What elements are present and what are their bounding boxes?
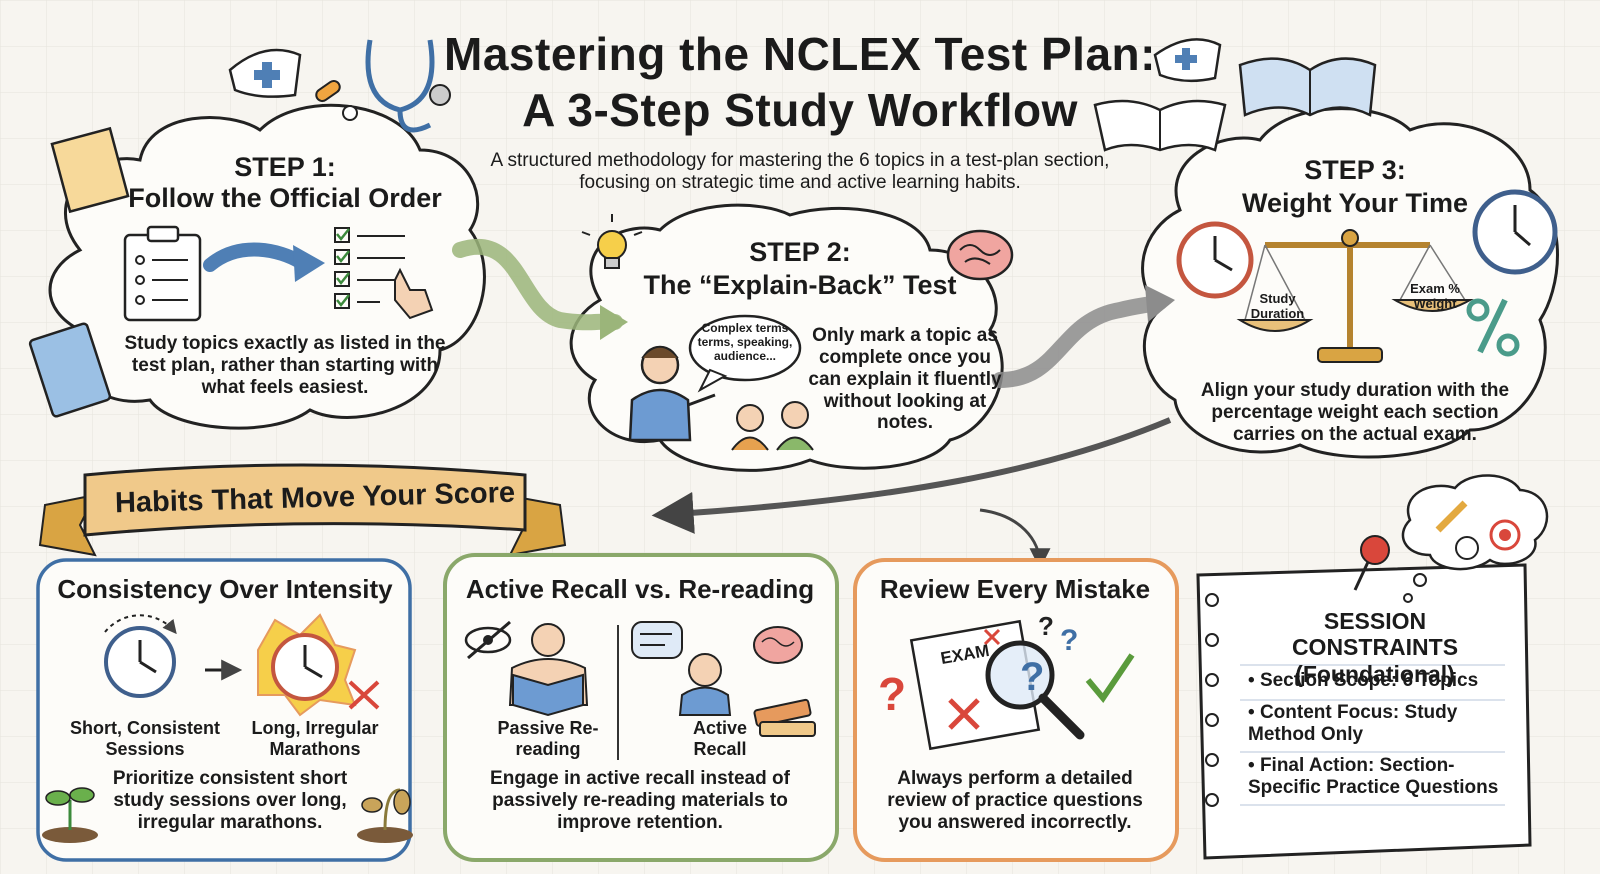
checkmark-icon: [1085, 653, 1135, 703]
arrow-step1-to-step2: [452, 239, 623, 331]
arrow-step1-head: [600, 305, 628, 340]
thinking-person-icon: [678, 653, 732, 716]
brain-icon-small: [753, 626, 803, 664]
pushpin-icon: [1353, 535, 1390, 591]
session-item-text: Content Focus: Study Method Only: [1248, 702, 1458, 745]
open-book-icon-right: [1238, 57, 1377, 117]
left-pan-label: Study Duration: [1250, 291, 1305, 321]
step1-label: STEP 1:: [234, 152, 336, 182]
pill-icon: [315, 79, 358, 121]
habit1-right-caption: Long, Irregular Marathons: [251, 718, 379, 759]
clock-icon-right: [1472, 189, 1558, 275]
target-icon: [1489, 519, 1521, 551]
clock-icon-left: [1176, 221, 1254, 299]
stopwatch-icon: [1455, 536, 1479, 560]
subtitle: A structured methodology for mastering t…: [490, 150, 1110, 193]
clipboard-icon: [123, 225, 202, 322]
notepad-icon: [50, 126, 130, 214]
step2-label: STEP 2:: [749, 237, 851, 267]
svg-text:?: ?: [1060, 624, 1078, 657]
balance-scale-icon: [1236, 229, 1474, 363]
svg-text:?: ?: [1020, 655, 1044, 699]
nurse-cap-icon: [228, 48, 302, 98]
arrow-down-habits: [979, 508, 1051, 570]
crossed-eye-icon: [464, 620, 512, 660]
svg-text:?: ?: [1038, 611, 1054, 641]
step3-heading: Weight Your Time: [1241, 188, 1469, 218]
habit2-heading: Active Recall vs. Re-reading: [465, 574, 815, 604]
session-heading: SESSION CONSTRAINTS (Foundational): [1291, 608, 1459, 687]
audience-icon: [731, 401, 814, 451]
pointing-hand-icon: [394, 267, 434, 320]
lightbulb-icon: [581, 214, 643, 269]
open-book-icon-left: [1093, 99, 1227, 152]
pencil-icon: [1435, 500, 1468, 533]
habit3-body: Always perform a detailed review of prac…: [887, 768, 1143, 833]
title-line2: A 3-Step Study Workflow: [522, 84, 1078, 136]
step2-body: Only mark a topic as complete once you c…: [808, 325, 1002, 434]
step3-body: Align your study duration with the perce…: [1200, 380, 1510, 445]
session-item-text: Section Scope: 6 Topics: [1259, 670, 1479, 691]
step2-heading: The “Explain-Back” Test: [643, 270, 957, 300]
sprout-icon: [42, 787, 98, 843]
habits-banner: [38, 463, 567, 557]
notebook-icon: [28, 322, 112, 418]
alarm-clock-icon: [257, 613, 380, 717]
arrow-step2-head: [1145, 285, 1175, 322]
session-notepad: [1196, 563, 1532, 860]
speech-bubble-text: Complex terms terms, speaking, audience.…: [697, 321, 793, 363]
habit2-body: Engage in active recall instead of passi…: [490, 768, 790, 833]
small-clock-icon: [104, 614, 177, 698]
blue-arrow-icon: [203, 242, 325, 282]
wilted-plant-icon: [357, 788, 413, 843]
reading-person-icon: [508, 623, 589, 717]
percent-icon: [1466, 298, 1520, 357]
step3-label: STEP 3:: [1304, 155, 1406, 185]
step1-body: Study topics exactly as listed in the te…: [124, 333, 446, 398]
speaker-person-icon: [628, 345, 716, 442]
habit2-left-caption: Passive Re-reading: [497, 718, 599, 759]
svg-text:?: ?: [878, 668, 906, 720]
habit3-heading: Review Every Mistake: [879, 574, 1151, 604]
brain-icon: [946, 229, 1014, 281]
session-item-text: Final Action: Section-Specific Practice …: [1248, 755, 1499, 798]
chat-bubble-icon: [631, 621, 683, 659]
stethoscope-icon: [365, 39, 451, 133]
right-pan-label: Exam % Weight: [1410, 281, 1460, 311]
checklist-icon: [334, 227, 405, 309]
habit1-left-caption: Short, Consistent Sessions: [70, 718, 221, 759]
nurse-cap-icon-right: [1153, 38, 1222, 83]
habit1-heading: Consistency Over Intensity: [57, 574, 393, 604]
step1-heading: Follow the Official Order: [128, 183, 442, 213]
habit1-body: Prioritize consistent short study sessio…: [112, 768, 348, 833]
title-line1: Mastering the NCLEX Test Plan:: [444, 28, 1156, 80]
magnifying-glass-icon: [985, 640, 1085, 740]
session-item: • Section Scope: 6 Topics: [1248, 670, 1479, 691]
speech-bubble: [688, 314, 802, 393]
question-mark-icon: ? ? ? ?: [878, 611, 1078, 720]
session-item: • Content Focus: Study Method Only: [1248, 702, 1458, 745]
book-stack-icon: [753, 698, 816, 737]
arrow-return-loop: [651, 417, 1172, 534]
session-item: • Final Action: Section-Specific Practic…: [1248, 755, 1499, 798]
habit2-right-caption: Active Recall: [692, 718, 748, 759]
